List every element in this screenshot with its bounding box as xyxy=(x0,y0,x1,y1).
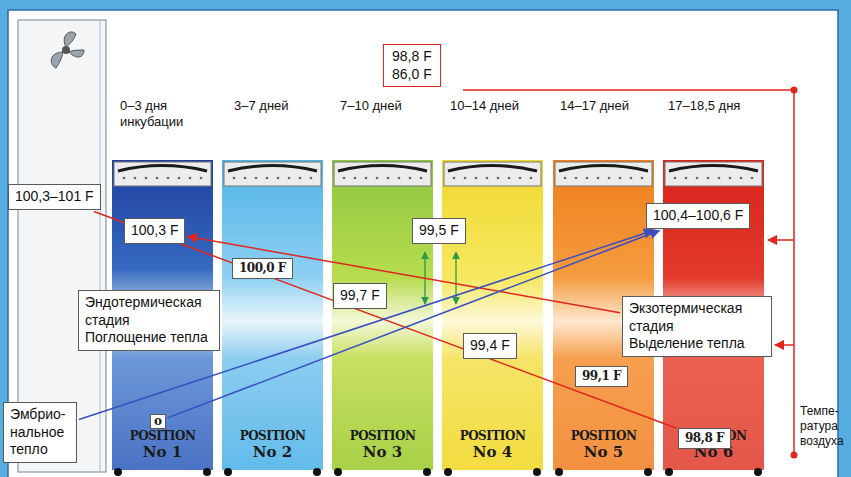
node-text: 99,5 F xyxy=(419,222,459,240)
position-label: POSITION xyxy=(240,430,306,443)
node-text: 100,3–101 F xyxy=(15,188,94,206)
node-text: 86,0 F xyxy=(392,66,432,84)
air-arrow xyxy=(775,344,794,346)
incubator-panel xyxy=(8,10,838,477)
air-arrow xyxy=(768,239,794,241)
stage-days-label: 17–18,5 дня xyxy=(668,98,740,114)
fan-blade xyxy=(69,50,84,57)
position-number: No 5 xyxy=(584,444,623,461)
temperature-box: 99,7 F xyxy=(333,283,387,309)
node-text: Поглощение тепла xyxy=(85,329,213,347)
heat-box: Эмбрио- нальное тепло xyxy=(3,402,77,463)
position-number: No 3 xyxy=(363,444,402,461)
incubator-rack: POSITIONNo 2 100,0 F xyxy=(222,160,323,470)
position-number: No 4 xyxy=(473,444,512,461)
temperature-box: 98,8 F xyxy=(678,428,731,449)
node-text: Экзотермическая стадия xyxy=(629,300,765,335)
position-label: POSITION xyxy=(571,430,637,443)
air-temperature-label: Темпе- ратура воздуха xyxy=(800,404,846,449)
node-text: 100,0 F xyxy=(239,262,286,275)
fan-blade xyxy=(64,32,76,47)
fan-blade xyxy=(51,52,63,68)
node-text: 99,1 F xyxy=(582,370,621,383)
temperature-box: 100,4–100,6 F xyxy=(646,203,750,229)
stage-box: Экзотермическая стадияВыделение тепла xyxy=(622,296,772,357)
stage-days-label: 0–3 дня инкубации xyxy=(120,98,206,131)
node-text: 99,4 F xyxy=(470,337,510,355)
temperature-box: 99,4 F xyxy=(463,333,517,359)
node-text: 99,7 F xyxy=(340,287,380,305)
temperature-box: 99,1 F xyxy=(575,366,628,387)
stage-days-label: 7–10 дней xyxy=(340,98,402,114)
node-text: Выделение тепла xyxy=(629,335,765,353)
node-text: 98,8 F xyxy=(685,432,724,445)
incubator-rack: POSITIONNo 4 xyxy=(442,160,543,470)
node-text: о xyxy=(154,415,162,428)
line-dot xyxy=(791,452,798,459)
node-text: Эмбрио- нальное тепло xyxy=(10,406,70,459)
temperature-box: 98,8 F86,0 F xyxy=(383,44,441,87)
stage-days-label: 10–14 дней xyxy=(450,98,519,114)
node-text: 100,3 F xyxy=(131,222,178,240)
position-label: POSITION xyxy=(460,430,526,443)
incubator-rack: POSITIONNo 3 xyxy=(332,160,433,470)
position-number: No 2 xyxy=(253,444,292,461)
position-label: POSITION xyxy=(350,430,416,443)
node-text: 100,4–100,6 F xyxy=(653,207,743,225)
temperature-box: 100,0 F xyxy=(232,258,293,279)
stage-box: Эндотермическая стадияПоглощение тепла xyxy=(78,290,220,351)
temperature-box: 99,5 F xyxy=(412,218,466,244)
stage-days-label: 3–7 дней xyxy=(234,98,289,114)
line-dot xyxy=(791,87,798,94)
node-text: Эндотермическая стадия xyxy=(85,294,213,329)
node-text: 98,8 F xyxy=(392,48,432,66)
temperature-box: 100,3 F xyxy=(124,218,185,244)
temperature-box: 100,3–101 F xyxy=(8,184,101,210)
housing-edge xyxy=(100,20,101,472)
position-label: POSITION xyxy=(130,430,196,443)
fan-icon xyxy=(51,32,84,68)
stage-days-label: 14–17 дней xyxy=(560,98,629,114)
marker-box: о xyxy=(150,414,166,429)
position-number: No 1 xyxy=(143,444,182,461)
